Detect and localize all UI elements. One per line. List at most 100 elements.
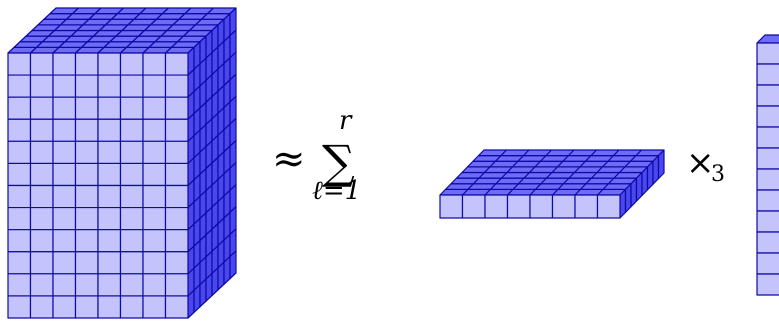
front-face-cell [97, 140, 122, 165]
front-face-cell [97, 96, 122, 120]
front-face-cell [52, 96, 77, 120]
front-face-cell [52, 118, 77, 142]
front-face-cell [596, 194, 621, 219]
front-face-cell [142, 295, 167, 319]
front-face-cell [29, 140, 54, 165]
front-face-cell [119, 251, 144, 275]
front-face-cell [164, 206, 189, 231]
front-face-cell [164, 118, 189, 142]
front-face-cell [97, 273, 122, 297]
front-face-cell [119, 118, 144, 142]
front-face-cell [97, 74, 122, 98]
front-face-cell [7, 162, 32, 187]
sum-symbol: ∑ [322, 135, 355, 189]
front-face-cell [756, 252, 779, 275]
front-face-cell [484, 194, 509, 219]
front-face-cell [52, 52, 77, 76]
front-face-cell [74, 96, 99, 120]
front-face-cell [756, 42, 779, 65]
front-face-cell [756, 147, 779, 170]
front-face-cell [756, 126, 779, 149]
front-face-cell [29, 162, 54, 187]
right-fiber-tensor [756, 34, 779, 296]
front-face-cell [7, 206, 32, 231]
side-face-cell [624, 183, 632, 213]
side-face-cell [217, 261, 225, 291]
side-face-cell [229, 250, 237, 280]
front-face-cell [142, 273, 167, 297]
front-face-cell [164, 162, 189, 187]
front-face-cell [142, 52, 167, 76]
front-face-cell [74, 251, 99, 275]
sum-lower-limit: ℓ=1 [312, 176, 361, 206]
front-face-cell [29, 251, 54, 275]
front-face-cell [142, 229, 167, 253]
side-face-cell [193, 284, 201, 313]
mode-product-symbol: × [686, 143, 715, 183]
front-face-cell [164, 184, 189, 209]
front-face-cell [29, 74, 54, 98]
front-face-cell [164, 229, 189, 253]
front-face-cell [756, 105, 779, 128]
front-face-cell [97, 184, 122, 209]
side-face-cell [223, 255, 231, 285]
front-face-cell [7, 273, 32, 297]
front-face-cell [74, 162, 99, 187]
front-face-cell [74, 140, 99, 165]
front-face-cell [119, 184, 144, 209]
front-face-cell [7, 229, 32, 253]
front-face-cell [29, 96, 54, 120]
front-face-cell [164, 96, 189, 120]
front-face-cell [97, 162, 122, 187]
front-face-cell [756, 168, 779, 191]
front-face-cell [506, 194, 531, 219]
front-face-cell [551, 194, 576, 219]
front-face-cell [142, 162, 167, 187]
front-face-cell [439, 194, 464, 219]
front-face-cell [74, 295, 99, 319]
front-face-cell [74, 74, 99, 98]
front-face-cell [97, 251, 122, 275]
front-face-cell [164, 273, 189, 297]
front-face-cell [52, 295, 77, 319]
mode-product-expression: × 3 [686, 143, 725, 187]
front-face-cell [52, 229, 77, 253]
front-face-cell [164, 74, 189, 98]
front-face-cell [142, 184, 167, 209]
front-face-cell [756, 84, 779, 107]
front-face-cell [7, 52, 32, 76]
front-face-cell [74, 206, 99, 231]
front-face-cell [756, 189, 779, 212]
side-face-cell [205, 272, 213, 302]
front-face-cell [574, 194, 599, 219]
front-face-cell [7, 74, 32, 98]
front-face-cell [7, 251, 32, 275]
front-face-cell [142, 251, 167, 275]
front-face-cell [29, 206, 54, 231]
front-face-cell [756, 210, 779, 233]
front-face-cell [756, 63, 779, 86]
front-face-cell [142, 118, 167, 142]
front-face-cell [119, 206, 144, 231]
front-face-cell [29, 52, 54, 76]
front-face-cell [119, 273, 144, 297]
front-face-cell [29, 295, 54, 319]
front-face-cell [142, 96, 167, 120]
front-face-cell [74, 184, 99, 209]
front-face-cell [52, 251, 77, 275]
front-face-cell [52, 206, 77, 231]
front-face-cell [74, 52, 99, 76]
side-face-cell [199, 278, 207, 308]
side-face-cell [652, 155, 660, 185]
left-tensor-cube [7, 7, 237, 319]
front-face-cell [97, 52, 122, 76]
front-face-cell [119, 74, 144, 98]
front-face-cell [97, 206, 122, 231]
front-face-cell [52, 74, 77, 98]
front-face-cell [461, 194, 486, 219]
front-face-cell [7, 184, 32, 209]
front-face-cell [97, 295, 122, 319]
front-face-cell [52, 184, 77, 209]
front-face-cell [119, 162, 144, 187]
front-face-cell [7, 96, 32, 120]
